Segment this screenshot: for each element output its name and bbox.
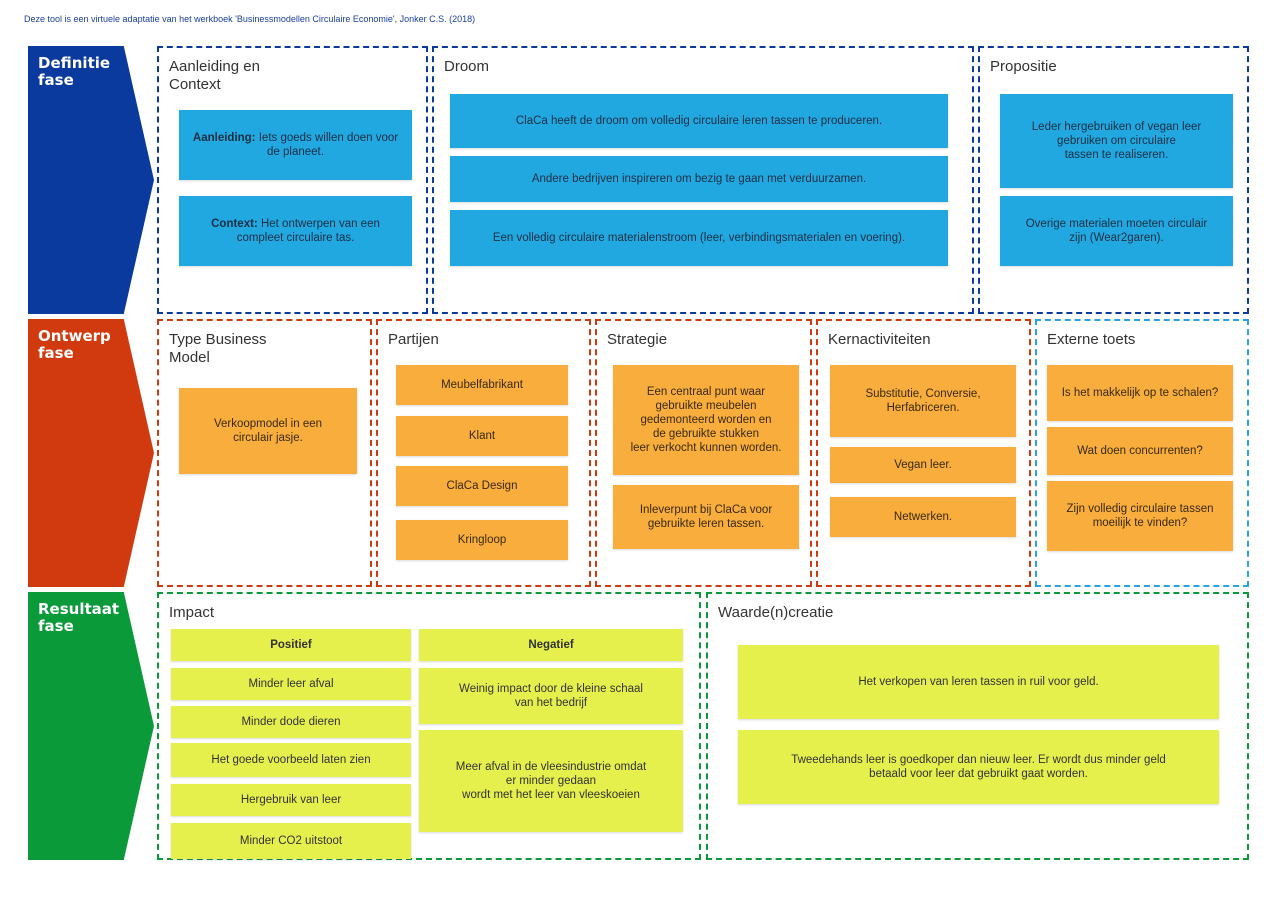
strategie-card[interactable]: Een centraal punt waar gebruikte meubele… [613, 365, 799, 475]
panel-impact-title: Impact [169, 604, 215, 621]
panel-droom-title: Droom [444, 58, 490, 75]
positief-card[interactable]: Minder leer afval [171, 668, 411, 700]
panel-impact: Impact Positief Negatief Minder leer afv… [157, 592, 701, 860]
partij-card[interactable]: ClaCa Design [396, 466, 568, 506]
positief-card[interactable]: Hergebruik van leer [171, 784, 411, 816]
propositie-card[interactable]: Overige materialen moeten circulair zijn… [1000, 196, 1233, 266]
partij-card[interactable]: Meubelfabrikant [396, 365, 568, 405]
panel-waarde-title: Waarde(n)creatie [718, 604, 834, 621]
phase-definitie: Definitie fase [28, 46, 154, 314]
panel-propositie-title: Propositie [990, 58, 1057, 75]
positief-card[interactable]: Het goede voorbeeld laten zien [171, 743, 411, 777]
waarde-card[interactable]: Het verkopen van leren tassen in ruil vo… [738, 645, 1219, 719]
externe-card[interactable]: Zijn volledig circulaire tassen moeilijk… [1047, 481, 1233, 551]
panel-externe-toets: Externe toets Is het makkelijk op te sch… [1035, 319, 1249, 587]
droom-card[interactable]: ClaCa heeft de droom om volledig circula… [450, 94, 948, 148]
type-card[interactable]: Verkoopmodel in een circulair jasje. [179, 388, 357, 474]
aanleiding-text: Iets goeds willen doen voor de planeet. [255, 132, 399, 158]
phase-ontwerp: Ontwerp fase [28, 319, 154, 587]
positief-card[interactable]: Minder CO2 uitstoot [171, 823, 411, 859]
panel-aanleiding: Aanleiding en Context Aanleiding: Iets g… [157, 46, 428, 314]
externe-card[interactable]: Is het makkelijk op te schalen? [1047, 365, 1233, 421]
strategie-card[interactable]: Inleverpunt bij ClaCa voor gebruikte ler… [613, 485, 799, 549]
panel-partijen: Partijen Meubelfabrikant Klant ClaCa Des… [376, 319, 591, 587]
kern-card[interactable]: Substitutie, Conversie, Herfabriceren. [830, 365, 1016, 437]
partij-card[interactable]: Klant [396, 416, 568, 456]
panel-propositie: Propositie Leder hergebruiken of vegan l… [978, 46, 1249, 314]
panel-type-title: Type Business Model [169, 331, 267, 366]
panel-strategie: Strategie Een centraal punt waar gebruik… [595, 319, 812, 587]
panel-kern-title: Kernactiviteiten [828, 331, 931, 348]
propositie-card[interactable]: Leder hergebruiken of vegan leer gebruik… [1000, 94, 1233, 188]
panel-externe-title: Externe toets [1047, 331, 1136, 348]
phase-resultaat: Resultaat fase [28, 592, 154, 860]
panel-waardecreatie: Waarde(n)creatie Het verkopen van leren … [706, 592, 1249, 860]
panel-aanleiding-title: Aanleiding en Context [169, 58, 260, 93]
context-card[interactable]: Context: Het ontwerpen van een compleet … [179, 196, 412, 266]
kern-card[interactable]: Vegan leer. [830, 447, 1016, 483]
credit-note: Deze tool is een virtuele adaptatie van … [24, 14, 476, 24]
aanleiding-label: Aanleiding: [192, 132, 256, 144]
context-text: Het ontwerpen van een compleet circulair… [236, 218, 380, 244]
kern-card[interactable]: Netwerken. [830, 497, 1016, 537]
phase-resultaat-label: Resultaat fase [38, 600, 120, 635]
panel-droom: Droom ClaCa heeft de droom om volledig c… [432, 46, 974, 314]
context-label: Context: [211, 218, 258, 230]
aanleiding-card[interactable]: Aanleiding: Iets goeds willen doen voor … [179, 110, 412, 180]
phase-definitie-label: Definitie fase [38, 54, 111, 89]
panel-kernactiviteiten: Kernactiviteiten Substitutie, Conversie,… [816, 319, 1031, 587]
panel-strategie-title: Strategie [607, 331, 668, 348]
negatief-header: Negatief [419, 629, 683, 661]
panel-type-business-model: Type Business Model Verkoopmodel in een … [157, 319, 372, 587]
negatief-card[interactable]: Weinig impact door de kleine schaal van … [419, 668, 683, 724]
panel-partijen-title: Partijen [388, 331, 439, 348]
waarde-card[interactable]: Tweedehands leer is goedkoper dan nieuw … [738, 730, 1219, 804]
droom-card[interactable]: Een volledig circulaire materialenstroom… [450, 210, 948, 266]
partij-card[interactable]: Kringloop [396, 520, 568, 560]
phase-ontwerp-label: Ontwerp fase [38, 327, 111, 362]
droom-card[interactable]: Andere bedrijven inspireren om bezig te … [450, 156, 948, 202]
positief-card[interactable]: Minder dode dieren [171, 706, 411, 738]
externe-card[interactable]: Wat doen concurrenten? [1047, 427, 1233, 475]
positief-header: Positief [171, 629, 411, 661]
negatief-card[interactable]: Meer afval in de vleesindustrie omdat er… [419, 730, 683, 832]
